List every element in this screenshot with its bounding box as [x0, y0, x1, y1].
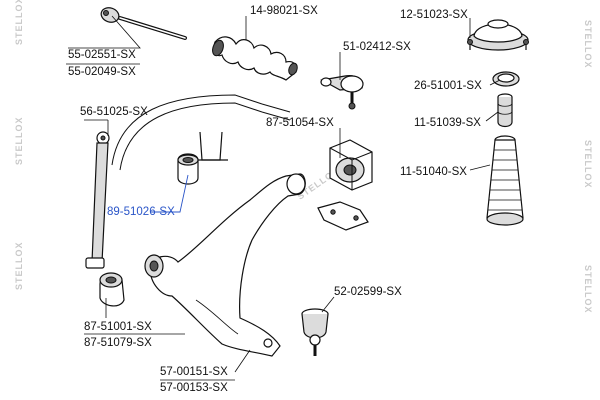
label-inner-tie-rod-2: 55-02049-SX — [68, 66, 136, 78]
control-arm — [144, 173, 306, 357]
label-stabilizer-link: 56-51025-SX — [80, 106, 148, 118]
label-rear-bushing: 87-51054-SX — [266, 117, 334, 129]
ball-joint — [301, 308, 329, 356]
label-ball-joint: 52-02599-SX — [334, 286, 402, 298]
strut-boot — [486, 135, 524, 226]
label-inner-tie-rod-1: 55-02551-SX — [68, 49, 136, 61]
label-front-bushing-1: 87-51001-SX — [84, 321, 152, 333]
part-labels: 55-02551-SX 55-02049-SX 14-98021-SX 12-5… — [68, 5, 482, 394]
label-bump-stop: 11-51039-SX — [414, 117, 481, 129]
label-strut-boot: 11-51040-SX — [400, 166, 467, 178]
inner-tie-rod — [100, 7, 187, 40]
front-bushing — [99, 272, 125, 307]
bump-stop — [497, 93, 513, 128]
label-stabilizer-bushing: 89-51026-SX — [107, 206, 175, 218]
stabilizer-bar — [111, 94, 291, 171]
watermark-6: STELLOX — [583, 265, 593, 314]
tie-rod-end — [320, 75, 364, 110]
bearing — [492, 71, 520, 87]
label-steering-boot: 14-98021-SX — [250, 5, 318, 17]
watermark-4: STELLOX — [583, 20, 593, 69]
stabilizer-bushing — [177, 153, 199, 185]
label-control-arm-1: 57-00151-SX — [160, 366, 228, 378]
watermark-3: STELLOX — [14, 241, 24, 290]
stabilizer-link — [85, 131, 110, 269]
rear-bushing — [329, 139, 373, 191]
label-front-bushing-2: 87-51079-SX — [84, 337, 152, 349]
leader-lines — [66, 15, 501, 381]
label-control-arm-2: 57-00153-SX — [160, 382, 228, 394]
watermark-5: STELLOX — [583, 140, 593, 189]
watermark-2: STELLOX — [14, 116, 24, 165]
label-tie-rod-end: 51-02412-SX — [343, 41, 411, 53]
strut-mount — [467, 19, 529, 51]
label-bearing: 26-51001-SX — [414, 80, 482, 92]
label-strut-mount: 12-51023-SX — [400, 9, 468, 21]
stabilizer-bushing-mount — [196, 131, 228, 161]
rear-bushing-bracket — [317, 201, 369, 231]
watermark-1: STELLOX — [14, 0, 24, 45]
steering-boot — [212, 36, 298, 81]
